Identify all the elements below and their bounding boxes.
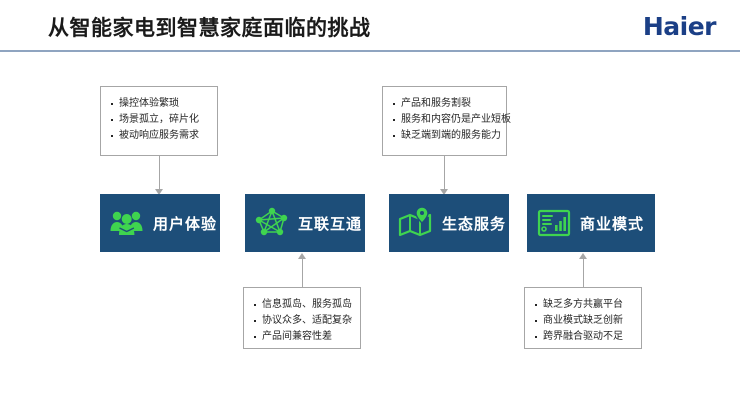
connector-line-2 — [302, 255, 303, 287]
note-line: 跨界融合驱动不足 — [534, 329, 631, 345]
people-group-icon — [110, 211, 143, 235]
connector-line-4 — [583, 255, 584, 287]
pillar-label: 生态服务 — [442, 215, 507, 233]
note-line: 产品间兼容性差 — [253, 329, 350, 345]
note-line: 服务和内容仍是产业短板 — [392, 112, 511, 128]
dashboard-chart-icon — [537, 209, 571, 237]
haier-logo: Haier — [642, 12, 717, 41]
pillar-card-eco-service[interactable]: 生态服务 — [389, 194, 509, 252]
pillar-label: 用户体验 — [153, 215, 218, 233]
page-title: 从智能家电到智慧家庭面临的挑战 — [48, 17, 371, 40]
arrow-up-icon — [298, 253, 306, 259]
pillar-label: 互联互通 — [298, 215, 363, 233]
pillar-card-business-model[interactable]: 商业模式 — [527, 194, 655, 252]
note-line: 产品和服务割裂 — [392, 96, 496, 112]
note-line: 缺乏多方共赢平台 — [534, 297, 631, 313]
note-line: 缺乏端到端的服务能力 — [392, 128, 501, 144]
note-line: 商业模式缺乏创新 — [534, 313, 631, 329]
note-box-interconnection: 信息孤岛、服务孤岛 协议众多、适配复杂 产品间兼容性差 — [243, 287, 361, 349]
arrow-down-icon — [440, 189, 448, 195]
note-box-user-experience: 操控体验繁琐 场景孤立，碎片化 被动响应服务需求 — [100, 86, 218, 156]
pillar-label: 商业模式 — [580, 215, 645, 233]
connector-line-1 — [159, 156, 160, 192]
pillar-card-user-experience[interactable]: 用户体验 — [100, 194, 220, 252]
note-box-business-model: 缺乏多方共赢平台 商业模式缺乏创新 跨界融合驱动不足 — [524, 287, 642, 349]
connector-line-3 — [444, 156, 445, 192]
arrow-up-icon — [579, 253, 587, 259]
note-line: 操控体验繁琐 — [110, 96, 207, 112]
map-pin-icon — [398, 207, 432, 237]
pillar-card-interconnection[interactable]: 互联互通 — [245, 194, 365, 252]
note-line: 信息孤岛、服务孤岛 — [253, 297, 352, 313]
note-box-eco-service: 产品和服务割裂 服务和内容仍是产业短板 缺乏端到端的服务能力 — [382, 86, 511, 156]
note-line: 协议众多、适配复杂 — [253, 313, 352, 329]
arrow-down-icon — [155, 189, 163, 195]
slide-header: 从智能家电到智慧家庭面临的挑战 Haier — [0, 0, 740, 50]
network-nodes-icon — [255, 207, 288, 236]
note-line: 被动响应服务需求 — [110, 128, 207, 144]
header-divider — [0, 50, 740, 52]
note-line: 场景孤立，碎片化 — [110, 112, 207, 128]
